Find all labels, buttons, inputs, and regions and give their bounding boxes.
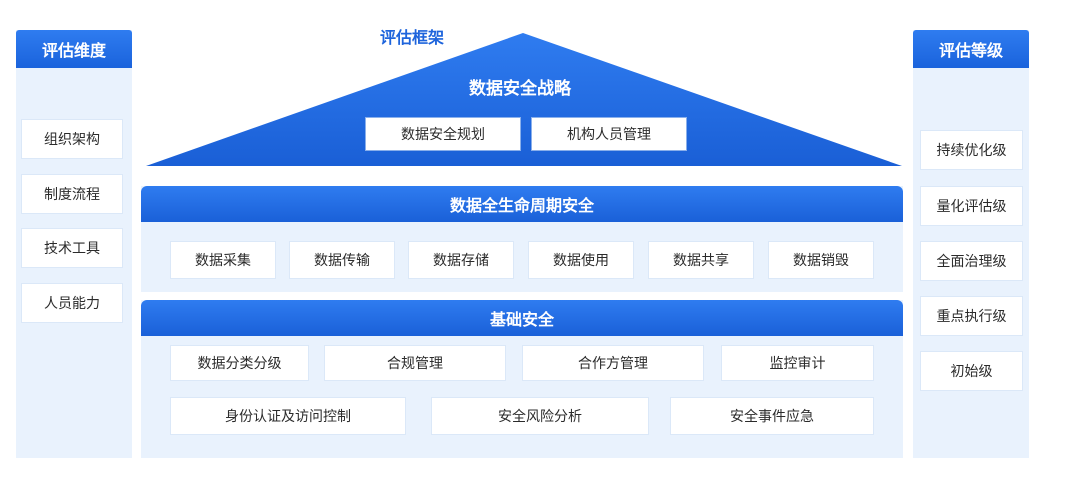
foundation-item: 监控审计 [722, 346, 873, 380]
lifecycle-item: 数据存储 [409, 242, 513, 278]
lifecycle-item: 数据使用 [529, 242, 633, 278]
strategy-item: 机构人员管理 [532, 118, 686, 150]
foundation-title: 基础安全 [141, 300, 903, 336]
level-item: 持续优化级 [921, 131, 1022, 169]
dimension-item: 人员能力 [22, 284, 122, 322]
lifecycle-item: 数据共享 [649, 242, 753, 278]
foundation-item: 安全事件应急 [671, 398, 873, 434]
strategy-roof [146, 33, 902, 166]
levels-title: 评估等级 [913, 30, 1029, 68]
level-item: 重点执行级 [921, 297, 1022, 335]
level-item: 全面治理级 [921, 242, 1022, 280]
foundation-item: 合规管理 [325, 346, 505, 380]
dimension-item: 组织架构 [22, 120, 122, 158]
dimension-item: 制度流程 [22, 175, 122, 213]
framework-title: 评估框架 [380, 28, 445, 47]
dimensions-title: 评估维度 [16, 30, 132, 68]
strategy-item: 数据安全规划 [366, 118, 520, 150]
foundation-item: 身份认证及访问控制 [171, 398, 405, 434]
lifecycle-item: 数据采集 [171, 242, 275, 278]
foundation-item: 安全风险分析 [432, 398, 648, 434]
level-item: 初始级 [921, 352, 1022, 390]
lifecycle-title: 数据全生命周期安全 [141, 186, 903, 222]
level-item: 量化评估级 [921, 187, 1022, 225]
strategy-title: 数据安全战略 [469, 78, 571, 99]
foundation-item: 合作方管理 [523, 346, 703, 380]
lifecycle-item: 数据传输 [290, 242, 394, 278]
lifecycle-item: 数据销毁 [769, 242, 873, 278]
dimension-item: 技术工具 [22, 229, 122, 267]
foundation-item: 数据分类分级 [171, 346, 308, 380]
